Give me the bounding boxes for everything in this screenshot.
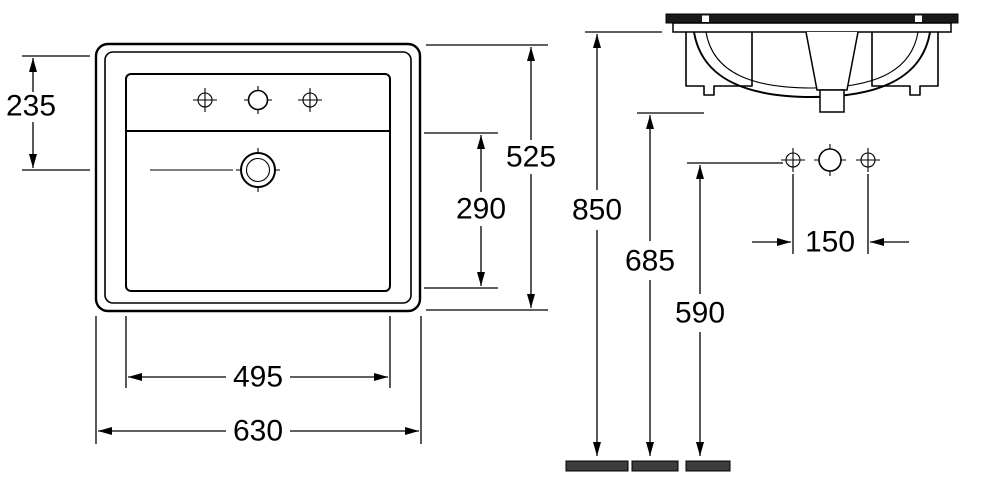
dim-overall-width: 630 (95, 316, 422, 448)
dim-bowl-inner-width: 495 (125, 316, 391, 394)
dim-label-495: 495 (233, 361, 283, 394)
dim-bowl-inner-depth: 290 (424, 132, 506, 289)
right-mount-bracket (871, 32, 939, 96)
front-view (565, 13, 959, 472)
tap-hole-right (298, 88, 322, 112)
inner-rim-outline (104, 51, 412, 304)
dim-label-590: 590 (675, 297, 725, 330)
top-view (94, 42, 422, 313)
dim-label-525: 525 (506, 141, 556, 174)
dim-label-290: 290 (456, 193, 506, 226)
rim-band-notch-left (702, 15, 709, 22)
drain-funnel (805, 31, 859, 91)
front-tap-hole-left (781, 148, 805, 172)
dim-label-685: 685 (625, 245, 675, 278)
outer-rim-outline (94, 42, 422, 313)
basin-outline (125, 73, 391, 292)
rim-lower-band (672, 22, 952, 33)
dim-label-850: 850 (572, 194, 622, 227)
dim-label-630: 630 (233, 415, 283, 448)
floor-hatch (565, 460, 731, 472)
dim-tap-hole-spacing: 150 (752, 174, 909, 259)
tap-hole-left (193, 88, 217, 112)
rim-top-band (665, 13, 959, 24)
dim-label-235: 235 (6, 90, 56, 123)
front-tap-hole-center (814, 144, 846, 176)
drain-outlet (819, 89, 845, 113)
bowl-outer-curve (693, 31, 931, 98)
dim-basin-underside-height: 685 (625, 112, 704, 456)
left-mount-bracket (685, 32, 753, 96)
dim-label-150: 150 (805, 226, 855, 259)
dim-overall-height: 850 (572, 31, 662, 456)
dim-tap-hole-height: 590 (675, 162, 783, 456)
bowl-inner-curve (705, 31, 919, 89)
front-tap-hole-right (856, 148, 880, 172)
drain-hole (236, 148, 280, 192)
dim-top-edge-to-drain: 235 (6, 55, 90, 171)
dim-overall-depth: 525 (426, 44, 556, 311)
tap-hole-center (244, 86, 272, 114)
rim-band-notch-right (915, 15, 922, 22)
